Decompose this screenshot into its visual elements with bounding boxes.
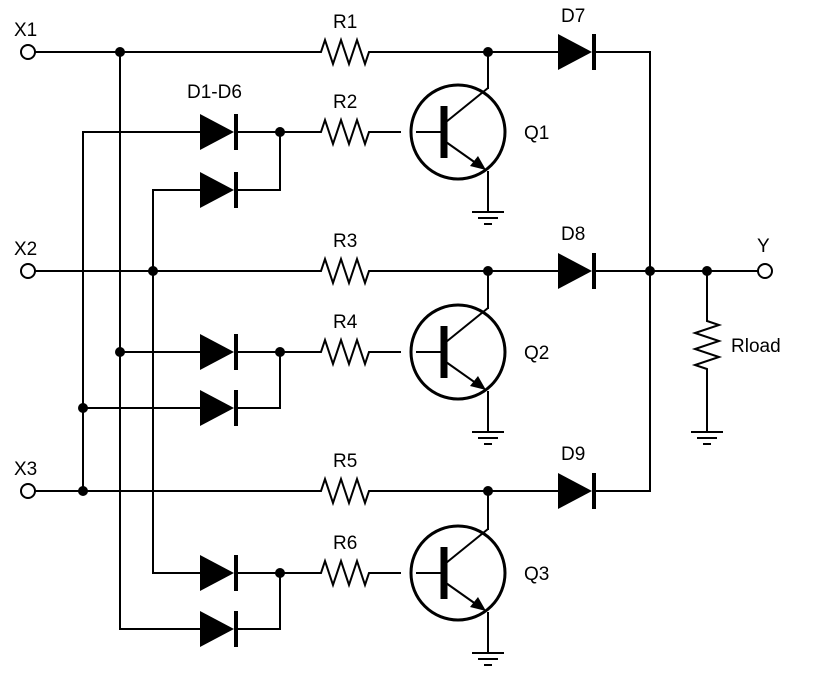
ground-q1 [471, 211, 505, 225]
diode-q2-a [198, 332, 238, 372]
diode-q3-a [198, 553, 238, 593]
label-q2: Q2 [524, 343, 549, 364]
label-x2: X2 [14, 239, 37, 260]
resistor-r2 [314, 119, 376, 145]
resistor-r3 [314, 258, 376, 284]
transistor-q2 [411, 305, 505, 399]
terminal-x2 [20, 263, 36, 279]
label-r6: R6 [333, 533, 357, 554]
resistor-rload [694, 314, 720, 376]
diode-d7 [556, 32, 596, 72]
terminal-x1 [20, 44, 36, 60]
label-d7: D7 [561, 6, 585, 27]
label-q3: Q3 [524, 564, 549, 585]
resistor-r5 [314, 478, 376, 504]
label-r4: R4 [333, 312, 358, 333]
resistor-r1 [314, 39, 376, 65]
terminal-y [757, 263, 773, 279]
resistor-r6 [314, 560, 376, 586]
diode-q2-b [198, 388, 238, 428]
label-d9: D9 [561, 444, 585, 465]
label-r1: R1 [333, 12, 357, 33]
label-rload: Rload [731, 336, 781, 357]
ground-q3 [471, 652, 505, 666]
ground-rload [690, 431, 724, 445]
label-x3: X3 [14, 459, 37, 480]
diode-d9 [556, 471, 596, 511]
diode-q3-b [198, 609, 238, 649]
ground-q2 [471, 431, 505, 445]
label-d8: D8 [561, 224, 585, 245]
resistor-r4 [314, 339, 376, 365]
terminal-x3 [20, 483, 36, 499]
transistor-q1 [411, 85, 505, 179]
label-q1: Q1 [524, 123, 549, 144]
wires [34, 51, 759, 652]
diode-q1-b [198, 170, 238, 210]
junctions [78, 47, 712, 578]
transistor-q3 [411, 526, 505, 620]
label-d1-d6: D1-D6 [187, 82, 242, 103]
label-r2: R2 [333, 92, 357, 113]
diode-q1-a [198, 112, 238, 152]
label-r3: R3 [333, 231, 357, 252]
label-r5: R5 [333, 451, 357, 472]
label-y: Y [757, 236, 770, 257]
label-x1: X1 [14, 20, 37, 41]
diode-d8 [556, 251, 596, 291]
